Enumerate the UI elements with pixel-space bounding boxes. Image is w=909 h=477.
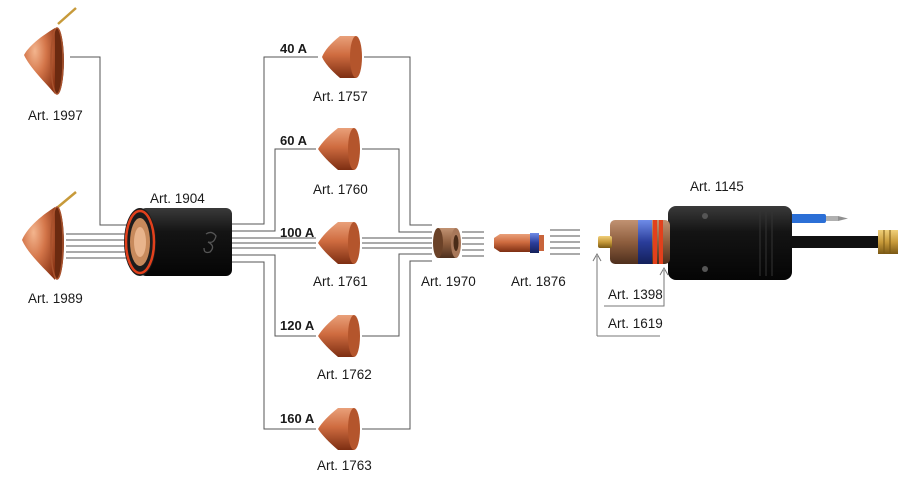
label-40a: 40 A: [280, 41, 308, 56]
label-art-1904: Art. 1904: [150, 191, 205, 206]
part-1904-retaining-cap: [124, 208, 232, 276]
part-1760-nozzle: [318, 128, 360, 170]
part-1145-torch-head: [598, 206, 898, 280]
label-art-1760: Art. 1760: [313, 182, 368, 197]
label-art-1761: Art. 1761: [313, 274, 368, 289]
part-1762-nozzle: [318, 315, 360, 357]
label-art-1762: Art. 1762: [317, 367, 372, 382]
labels: Art. 1997 Art. 1989 Art. 1904 40 A Art. …: [28, 41, 744, 473]
part-1757-nozzle: [322, 36, 362, 78]
label-art-1876: Art. 1876: [511, 274, 566, 289]
part-1761-nozzle: [318, 222, 360, 264]
label-art-1763: Art. 1763: [317, 458, 372, 473]
connector-lines: [66, 56, 669, 430]
label-160a: 160 A: [280, 411, 315, 426]
part-1997-shield-cap: [24, 7, 77, 95]
label-art-1970: Art. 1970: [421, 274, 476, 289]
label-60a: 60 A: [280, 133, 308, 148]
part-1989-shield-cap: [22, 191, 77, 280]
part-1876-electrode: [494, 233, 544, 253]
label-art-1757: Art. 1757: [313, 89, 368, 104]
label-art-1145: Art. 1145: [690, 179, 744, 194]
label-art-1398: Art. 1398: [608, 287, 663, 302]
part-1970-swirl-ring: [433, 228, 461, 258]
label-art-1997: Art. 1997: [28, 108, 83, 123]
label-art-1619: Art. 1619: [608, 316, 663, 331]
label-art-1989: Art. 1989: [28, 291, 83, 306]
label-120a: 120 A: [280, 318, 315, 333]
part-1763-nozzle: [318, 408, 360, 450]
label-100a: 100 A: [280, 225, 315, 240]
